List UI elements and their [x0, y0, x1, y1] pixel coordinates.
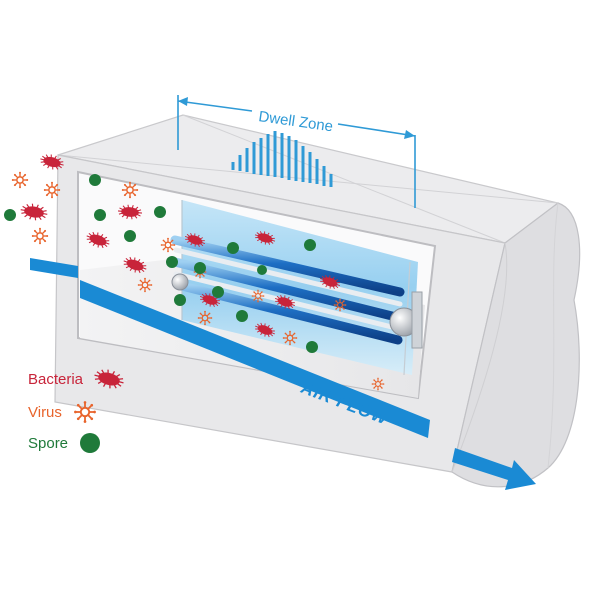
spore-particle — [4, 209, 16, 221]
bacteria-particle — [20, 203, 48, 221]
virus-particle — [197, 310, 213, 326]
spore-particle — [212, 286, 224, 298]
bacteria-particle — [254, 231, 276, 245]
virus-particle — [43, 181, 61, 199]
bacteria-particle — [255, 322, 275, 338]
airflow-outlet-arrow — [452, 448, 536, 490]
dwell-zone-wave — [231, 131, 333, 187]
bacteria-particle — [319, 274, 341, 290]
spore-particle — [154, 206, 166, 218]
airflow-inlet-arrow — [30, 258, 78, 278]
legend-label-bacteria: Bacteria — [28, 370, 84, 388]
bacteria-particle — [94, 369, 124, 389]
virus-particle — [251, 289, 265, 303]
lamp-mount — [411, 291, 423, 349]
dwell-zone-label: Dwell Zone — [257, 108, 334, 135]
bacteria-particle — [118, 204, 142, 220]
virus-particle — [333, 298, 347, 312]
spore-particle — [257, 265, 267, 275]
legend-label-spore: Spore — [28, 434, 69, 452]
spore-particle — [124, 230, 136, 242]
virus-particle — [137, 277, 153, 293]
spore-particle — [89, 174, 101, 186]
bacteria-particle — [274, 294, 296, 310]
virus-particle — [160, 237, 176, 253]
bacteria-particle — [86, 231, 110, 249]
particles — [4, 154, 385, 391]
duct-outlet — [451, 202, 581, 488]
legend-item-spore: Spore — [28, 430, 114, 456]
uv-lamp — [170, 235, 405, 297]
bacteria-particle — [123, 256, 147, 274]
virus-particle — [282, 330, 298, 346]
spore-particle — [304, 239, 316, 251]
virus-particle — [31, 227, 49, 245]
virus-particle — [73, 401, 96, 423]
airflow-ribbon — [80, 280, 430, 438]
bacteria-particle — [40, 154, 64, 170]
lamp-end-cap — [171, 273, 189, 291]
spore-particle — [174, 294, 186, 306]
bacteria-particle — [184, 232, 206, 248]
virus-particle — [11, 171, 29, 189]
virus-particle — [121, 181, 139, 199]
spore-particle — [306, 341, 318, 353]
legend-item-virus: Virus — [28, 399, 108, 425]
uv-lamp — [170, 257, 405, 323]
bacteria-icon — [94, 369, 124, 389]
spore-particle — [166, 256, 178, 268]
spore-particle — [236, 310, 248, 322]
virus-icon — [73, 401, 96, 423]
bacteria-particle — [199, 292, 221, 308]
virus-particle — [371, 377, 385, 391]
legend-label-virus: Virus — [28, 403, 62, 421]
spore-particle — [227, 242, 239, 254]
spore-particle — [94, 209, 106, 221]
spore-particle — [194, 262, 206, 274]
spore-icon — [80, 433, 101, 453]
legend-item-bacteria: Bacteria — [28, 366, 129, 392]
